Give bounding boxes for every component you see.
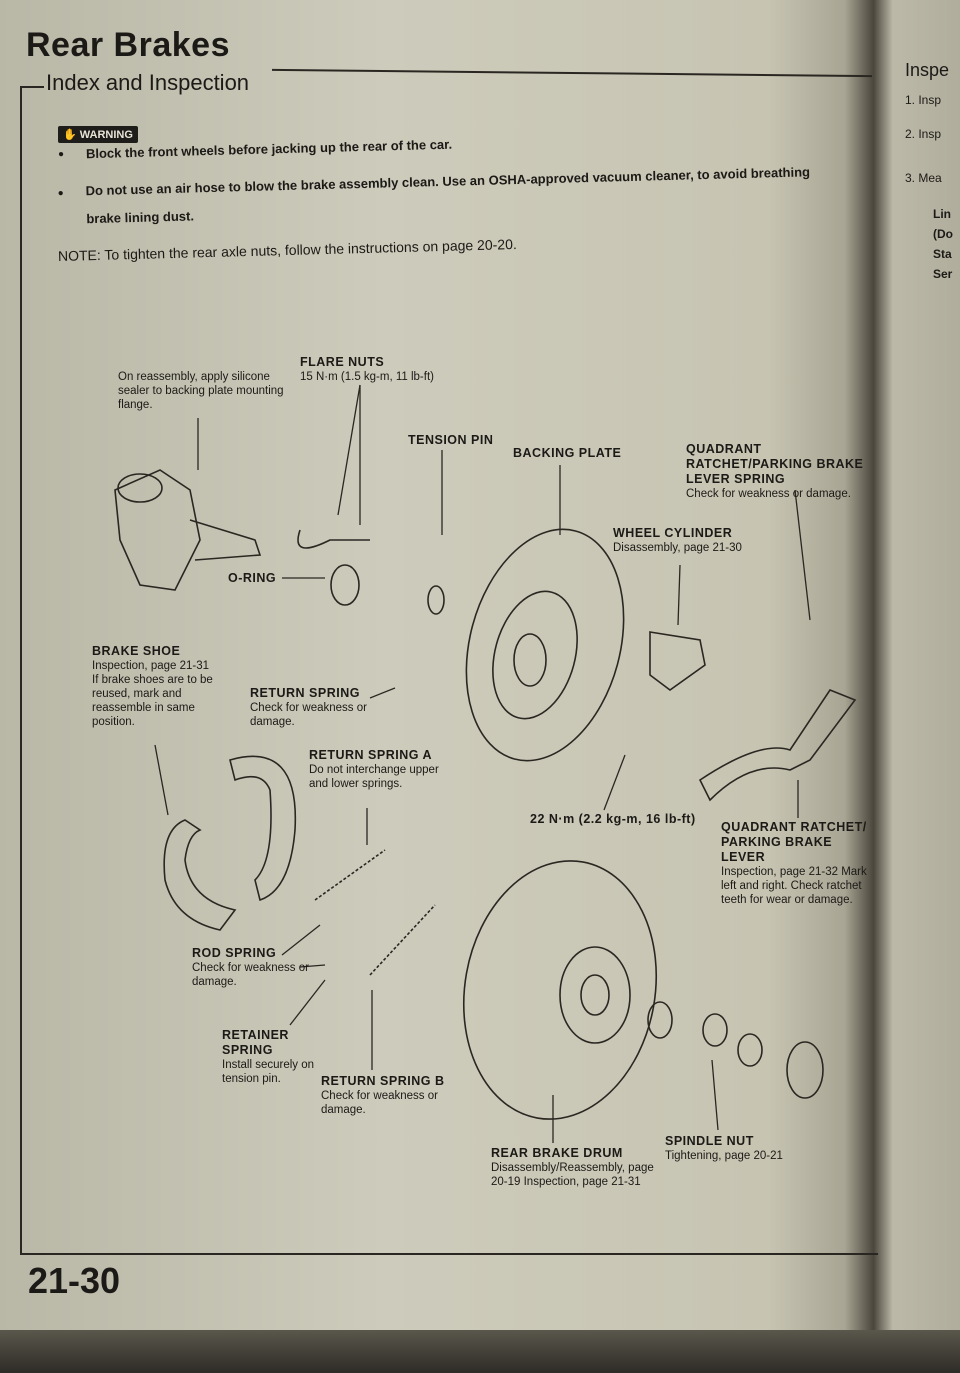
callout-desc: Tightening, page 20-21 xyxy=(665,1150,783,1162)
callout-title: TENSION PIN xyxy=(408,433,494,447)
callout-title: RETAINER SPRING xyxy=(222,1028,289,1057)
washer-part xyxy=(647,1001,673,1039)
callout-title: O-RING xyxy=(228,571,277,585)
sealer-callout: On reassembly, apply silicone sealer to … xyxy=(118,371,284,411)
brake-drum-callout: REAR BRAKE DRUM Disassembly/Reassembly, p… xyxy=(491,1146,656,1189)
knuckle-part xyxy=(114,469,262,591)
callout-desc: Do not interchange upper and lower sprin… xyxy=(309,764,439,790)
return-spring-a-part xyxy=(314,849,386,901)
hub-cap-part xyxy=(786,1041,824,1099)
facing-fragment: Lin xyxy=(933,207,951,221)
callout-desc: Inspection, page 21-31 If brake shoes ar… xyxy=(92,660,213,728)
callout-desc: Check for weakness or damage. xyxy=(250,702,367,728)
return-spring-callout: RETURN SPRING Check for weakness or damag… xyxy=(250,686,375,729)
brake-pipe-part xyxy=(297,529,370,549)
callout-title: BRAKE SHOE xyxy=(92,644,181,658)
page-number: 21-30 xyxy=(28,1260,121,1301)
facing-item: 3. Mea xyxy=(905,171,942,185)
callout-desc: Disassembly/Reassembly, page 20-19 Inspe… xyxy=(491,1162,654,1188)
callout-title: QUADRANT RATCHET/PARKING BRAKE LEVER SPR… xyxy=(686,442,864,486)
frame-bottom-rule xyxy=(20,1253,878,1255)
facing-heading: Inspe xyxy=(905,60,950,80)
torque-22-callout: 22 N·m (2.2 kg-m, 16 lb-ft) xyxy=(530,812,696,827)
frame-cap xyxy=(20,86,44,88)
callout-desc: Check for weakness or damage. xyxy=(192,962,309,988)
page-title: Rear Brakes xyxy=(26,26,230,64)
callout-title: WHEEL CYLINDER xyxy=(613,526,733,540)
wheel-cylinder-callout: WHEEL CYLINDER Disassembly, page 21-30 xyxy=(613,526,742,555)
callout-title: FLARE NUTS xyxy=(300,355,385,369)
facing-fragment: Sta xyxy=(933,247,952,261)
facing-fragment: Ser xyxy=(933,267,953,281)
callout-title: RETURN SPRING xyxy=(250,686,360,700)
callout-title: RETURN SPRING B xyxy=(321,1074,445,1088)
frame-left-rule xyxy=(20,86,22,1254)
callout-desc: Disassembly, page 21-30 xyxy=(613,542,742,554)
callout-title: RETURN SPRING A xyxy=(309,748,433,762)
facing-item: 2. Insp xyxy=(905,127,942,141)
rod-spring-callout: ROD SPRING Check for weakness or damage. xyxy=(192,946,322,989)
callout-title: QUADRANT RATCHET/ PARKING BRAKE LEVER xyxy=(721,820,867,864)
brake-shoe-callout: BRAKE SHOE Inspection, page 21-31 If brak… xyxy=(92,644,217,729)
return-spring-b-part xyxy=(369,904,436,976)
brake-shoe-part xyxy=(229,755,297,902)
warning-hand-icon: ✋ xyxy=(63,129,80,141)
parking-lever-part xyxy=(698,689,857,802)
return-spring-a-callout: RETURN SPRING A Do not interchange upper … xyxy=(309,748,439,791)
flare-nuts-callout: FLARE NUTS 15 N·m (1.5 kg-m, 11 lb-ft) xyxy=(300,355,434,384)
callout-title: 22 N·m (2.2 kg-m, 16 lb-ft) xyxy=(530,812,696,826)
callout-title: SPINDLE NUT xyxy=(665,1134,754,1148)
warning-badge: ✋ WARNING xyxy=(58,126,138,143)
o-ring-part xyxy=(330,564,360,606)
seal-part xyxy=(427,585,445,615)
facing-item: 1. Insp xyxy=(905,93,942,107)
callout-title: BACKING PLATE xyxy=(513,446,622,460)
facing-fragment: (Do xyxy=(933,227,953,241)
wheel-cylinder-part xyxy=(649,631,706,691)
lock-nut-part xyxy=(737,1033,763,1067)
return-spring-b-callout: RETURN SPRING B Check for weakness or dam… xyxy=(321,1074,446,1117)
callout-title: ROD SPRING xyxy=(192,946,277,960)
facing-page-fragment: Inspe 1. Insp 2. Insp 3. Mea Lin (Do Sta… xyxy=(905,60,953,284)
o-ring-callout: O-RING xyxy=(228,571,276,586)
spindle-nut-callout: SPINDLE NUT Tightening, page 20-21 xyxy=(665,1134,825,1163)
callout-desc: Check for weakness or damage. xyxy=(686,488,851,500)
callout-desc: Check for weakness or damage. xyxy=(321,1090,438,1116)
callout-desc: Install securely on tension pin. xyxy=(222,1059,315,1085)
backing-plate-part xyxy=(465,528,625,762)
callout-title: REAR BRAKE DRUM xyxy=(491,1146,623,1160)
section-subtitle: Index and Inspection xyxy=(46,70,250,95)
brake-drum-part xyxy=(462,860,658,1120)
leader-lines xyxy=(154,384,811,1143)
warning-label: WARNING xyxy=(79,129,133,141)
callout-desc: 15 N·m (1.5 kg-m, 11 lb-ft) xyxy=(300,371,434,383)
page-edge-shadow xyxy=(0,1330,960,1373)
spindle-nut-part xyxy=(702,1013,728,1047)
callout-desc: Inspection, page 21-32 Mark left and rig… xyxy=(721,866,867,906)
quadrant-spring-callout: QUADRANT RATCHET/PARKING BRAKE LEVER SPR… xyxy=(686,442,876,501)
backing-plate-callout: BACKING PLATE xyxy=(513,446,621,461)
brake-shoe-part xyxy=(163,819,237,931)
tension-pin-callout: TENSION PIN xyxy=(408,433,493,448)
